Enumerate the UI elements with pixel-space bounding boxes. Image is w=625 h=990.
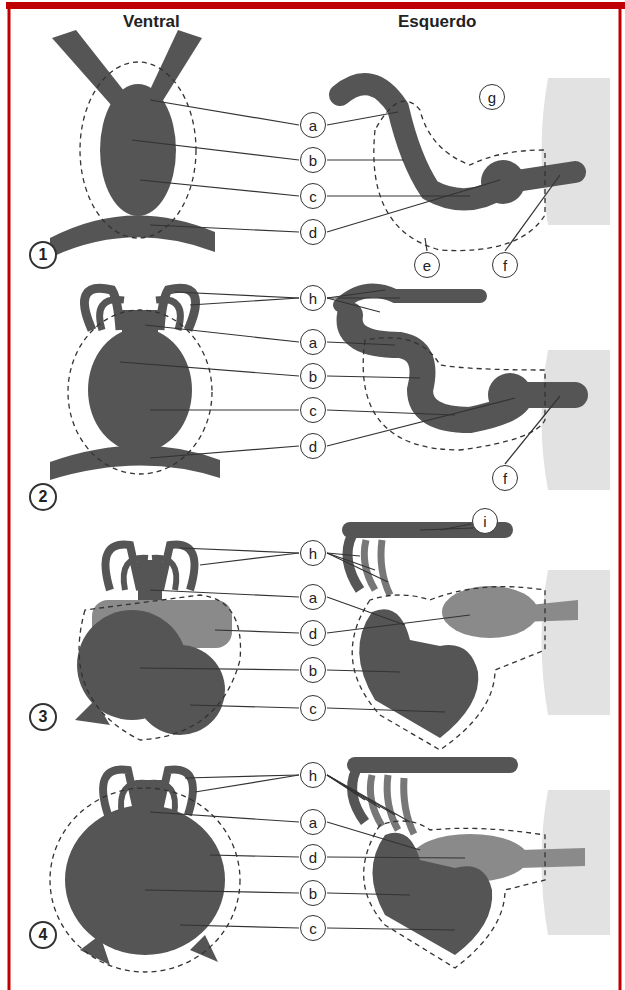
callout-letter: i [472,508,498,534]
callout-letter: b [300,880,326,906]
callout-letter: c [300,397,326,423]
callout-letter: d [300,433,326,459]
callout-letter: d [300,620,326,646]
callout-letter: a [300,584,326,610]
callout-letter: g [479,84,505,110]
callout-letter-text: e [423,258,431,273]
callout-letter: c [300,183,326,209]
callout-letter-text: d [309,850,317,865]
frame-line [619,2,622,990]
callout-letter: f [492,465,518,491]
callout-letter: b [300,147,326,173]
stage-number-text: 2 [39,489,48,505]
stage-number: 2 [29,483,57,511]
stage-number-text: 3 [39,709,48,725]
callout-letter-text: a [309,815,317,830]
callout-letter-text: d [309,225,317,240]
stage-number: 1 [29,241,57,269]
callout-letter-text: a [309,590,317,605]
callout-letter: h [300,762,326,788]
stage-number: 4 [29,921,57,949]
callout-letter-text: g [488,90,496,105]
frame-line [8,2,11,990]
callout-letter-text: d [309,626,317,641]
callout-letter: b [300,657,326,683]
callout-letter-text: f [503,258,507,273]
callout-letter-text: c [309,403,317,418]
callout-letter: c [300,915,326,941]
callout-letter: f [492,252,518,278]
callout-letter: d [300,219,326,245]
callout-letter-text: d [309,439,317,454]
callout-letter-text: f [503,471,507,486]
view-heading: Esquerdo [398,12,476,32]
callout-letter: b [300,363,326,389]
callout-letter: a [300,329,326,355]
body-wall [542,78,611,935]
callout-letter-text: h [309,546,317,561]
stage-number-text: 4 [39,927,48,943]
callout-letter: h [300,285,326,311]
callout-letter-text: i [483,514,486,529]
callout-letter: a [300,809,326,835]
heart-shapes [50,30,585,965]
callout-letter: e [414,252,440,278]
leader-line [120,100,560,930]
callout-letter-text: b [309,153,317,168]
stage-number-text: 1 [39,247,48,263]
callout-letter: c [300,695,326,721]
callout-letter-text: h [309,768,317,783]
callout-letter-text: a [309,118,317,133]
stage-number: 3 [29,703,57,731]
callout-letter: a [300,112,326,138]
callout-letter-text: b [309,369,317,384]
callout-letter-text: c [309,921,317,936]
callout-letter: d [300,844,326,870]
callout-letter-text: b [309,886,317,901]
callout-letter: h [300,540,326,566]
callout-letter-text: h [309,291,317,306]
callout-letter-text: c [309,701,317,716]
callout-letter-text: c [309,189,317,204]
view-heading: Ventral [123,12,180,32]
pericardium-outline [50,62,545,972]
frame-bar [6,2,625,9]
callout-letter-text: a [309,335,317,350]
callout-letter-text: b [309,663,317,678]
